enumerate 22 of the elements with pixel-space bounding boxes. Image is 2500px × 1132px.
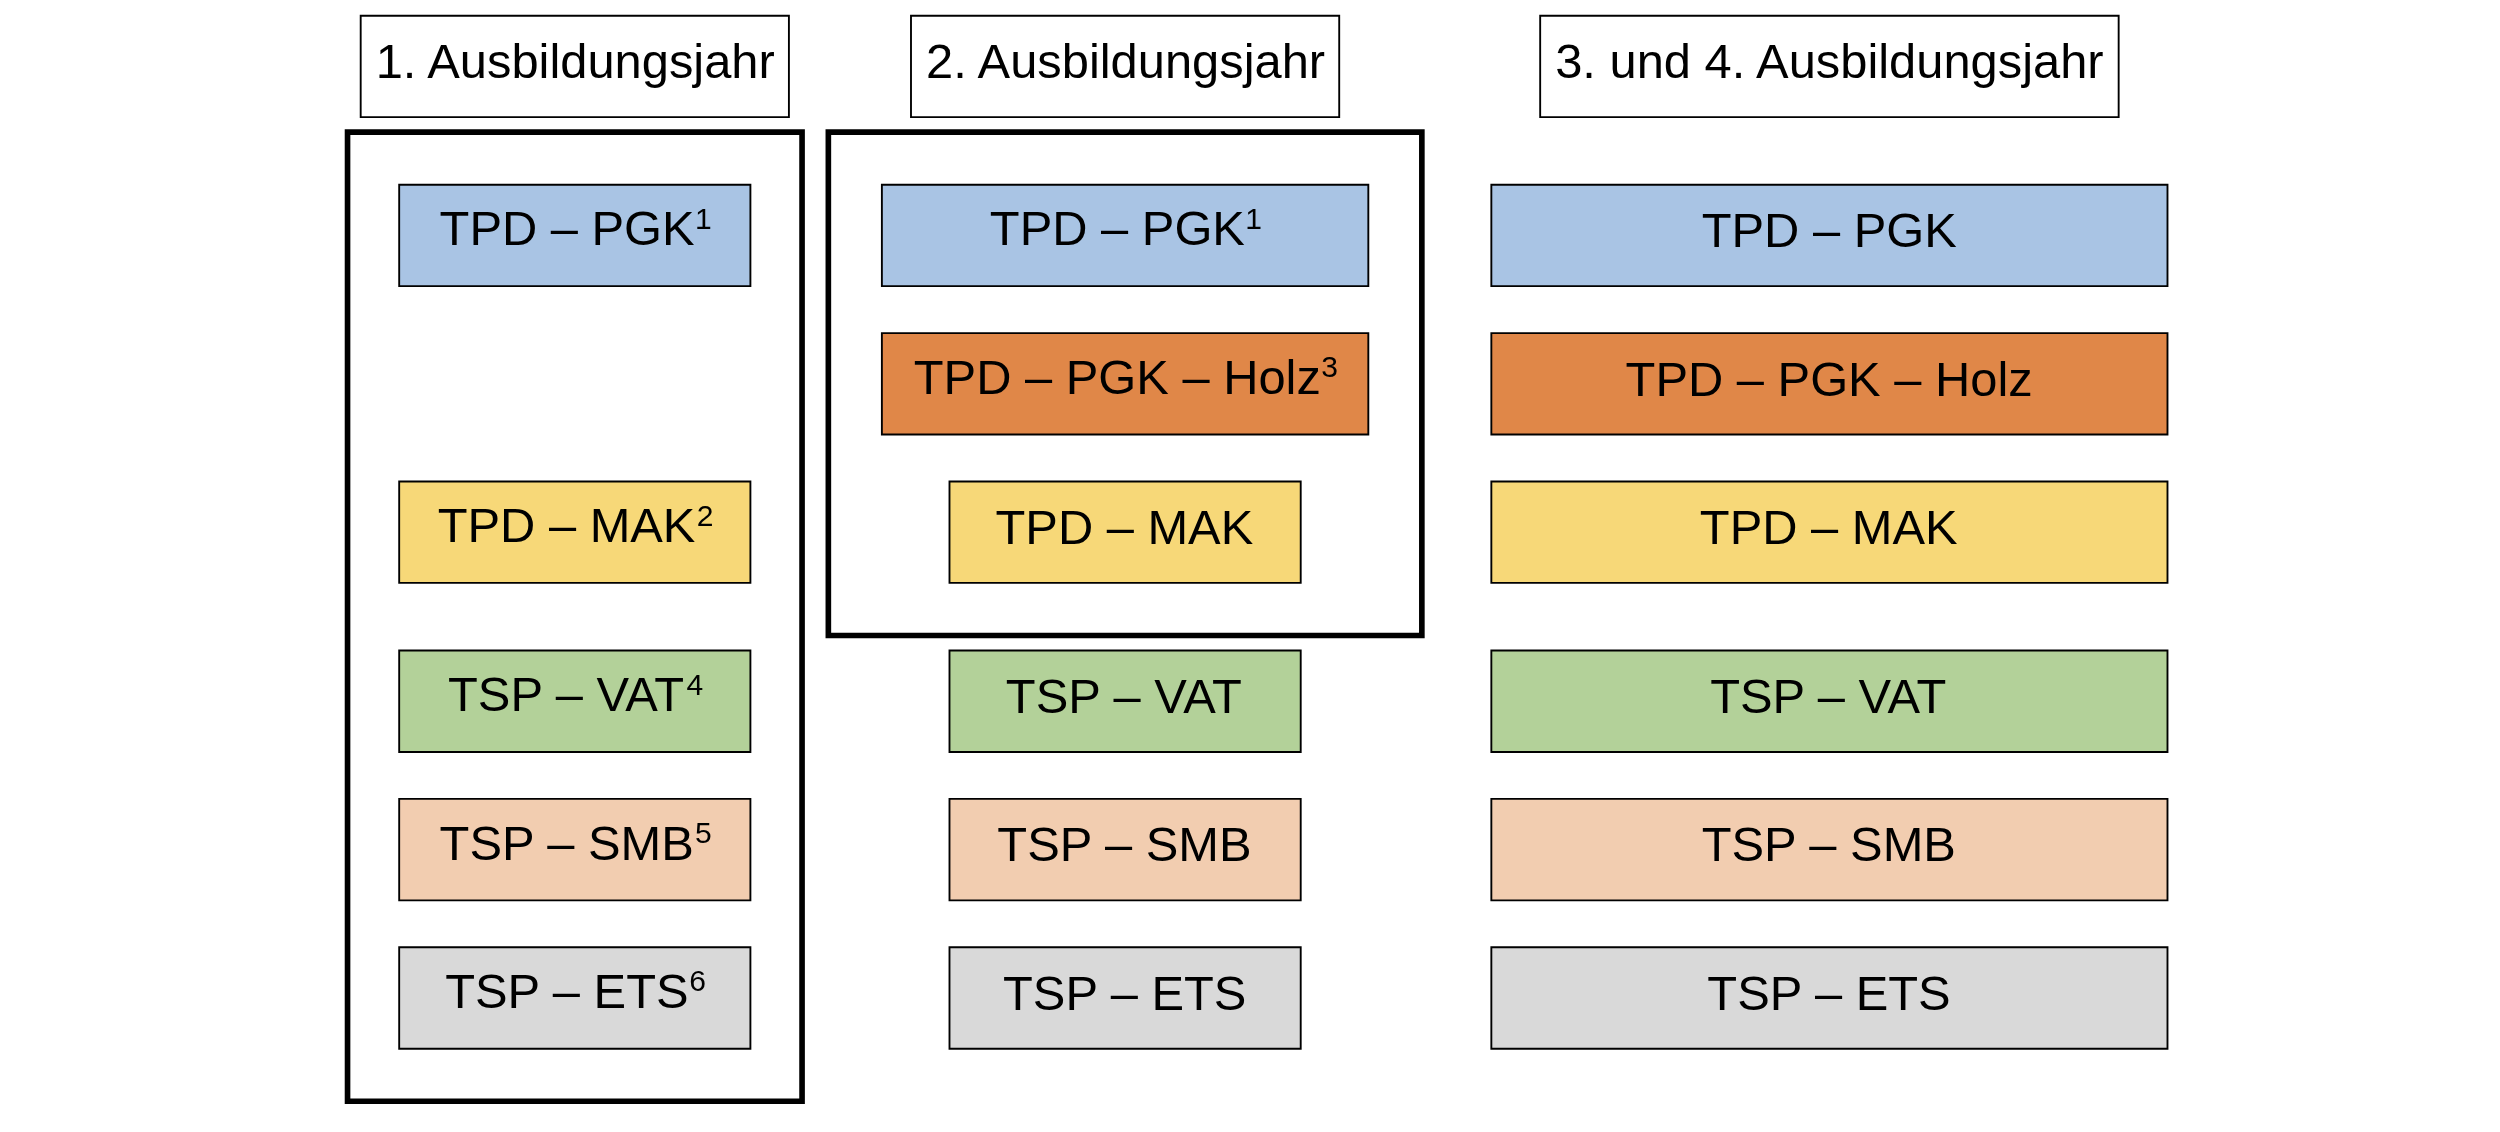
node-box: TPD – PGK$^{1}$ bbox=[880, 183, 1370, 288]
node-box: TSP – SMB bbox=[948, 797, 1302, 902]
node-box: TSP – SMB$^{5}$ bbox=[398, 797, 752, 902]
node-box: TSP – VAT bbox=[1490, 649, 2169, 753]
node-box: TPD – MAK bbox=[948, 480, 1302, 584]
node-box: 1. Ausbildungsjahr bbox=[359, 14, 790, 119]
cluster bbox=[825, 129, 1425, 639]
cluster bbox=[344, 129, 805, 1105]
node-box: TSP – ETS bbox=[948, 946, 1302, 1050]
node-box: TSP – VAT$^{4}$ bbox=[398, 649, 752, 753]
node-box: TSP – ETS$^{6}$ bbox=[398, 946, 752, 1050]
node-box: TPD – PGK bbox=[1490, 183, 2169, 288]
node-box: 2. Ausbildungsjahr bbox=[910, 14, 1341, 119]
node-box: TPD – MAK bbox=[1490, 480, 2169, 584]
node-box: TPD – MAK$^{2}$ bbox=[398, 480, 752, 584]
node-box: TPD – PGK – Holz bbox=[1490, 332, 2169, 436]
node-box: TSP – VAT bbox=[948, 649, 1302, 753]
node-box: TPD – PGK – Holz$^{3}$ bbox=[880, 332, 1370, 436]
node-box: TSP – ETS bbox=[1490, 946, 2169, 1050]
node-box: TSP – SMB bbox=[1490, 797, 2169, 902]
node-box: TPD – PGK$^{1}$ bbox=[398, 183, 752, 288]
node-box: 3. und 4. Ausbildungsjahr bbox=[1539, 14, 2120, 119]
